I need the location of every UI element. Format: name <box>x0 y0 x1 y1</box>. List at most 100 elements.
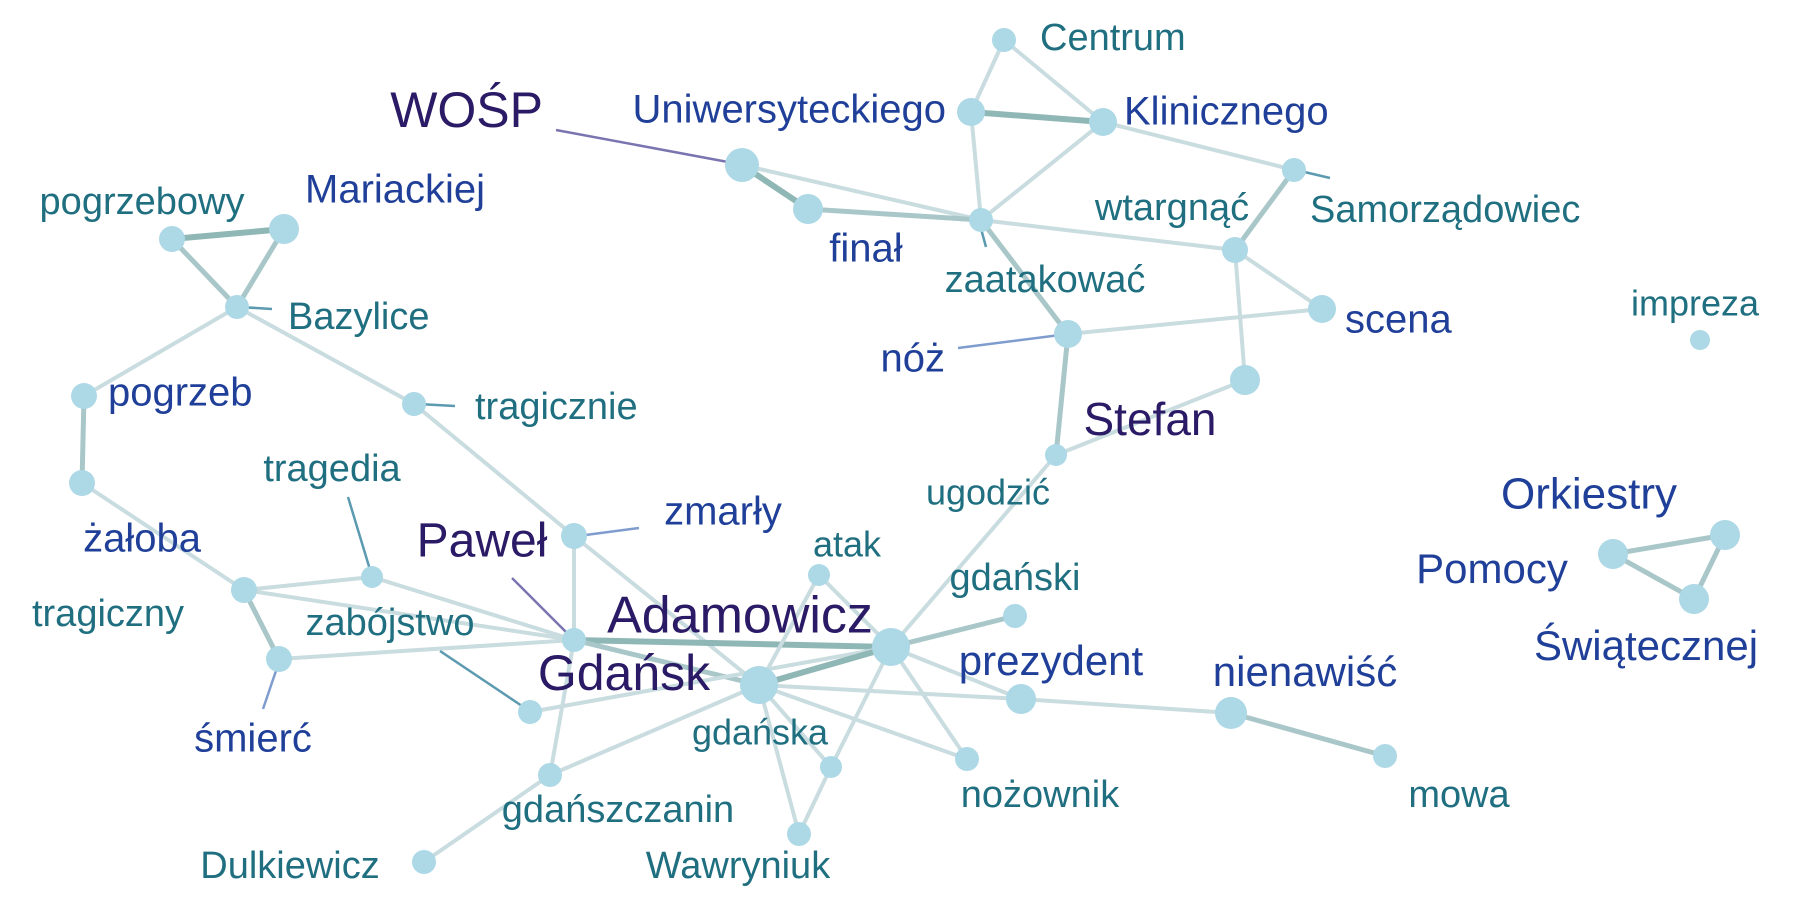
edge-pogrzeb-zaloba <box>79 393 87 486</box>
leader-line <box>577 526 640 538</box>
node-centrum <box>992 28 1016 52</box>
node-wawryniuk <box>787 822 811 846</box>
leader-line <box>439 649 529 712</box>
label-atak: atak <box>813 524 882 565</box>
label-wtargnac: wtargnąć <box>1094 187 1249 229</box>
edge-zaloba-tragiczny <box>80 481 246 592</box>
node-nienawisc <box>1215 697 1247 729</box>
edge-gdanszczanin-dulkiewicz <box>422 773 552 864</box>
edge-wtargnac-stefan_w <box>1233 248 1247 382</box>
node-gdanski <box>1003 604 1027 628</box>
label-pogrzebowy: pogrzebowy <box>40 181 245 223</box>
node-zaloba <box>69 470 95 496</box>
node-pogrzeb <box>71 383 97 409</box>
edge-orkiestry-pomocy <box>1610 532 1728 557</box>
label-smierc: śmierć <box>194 717 312 761</box>
node-tragicznie <box>402 392 426 416</box>
label-adamowicz: Adamowicz <box>607 587 873 645</box>
edge-pawel-gdanszczanin <box>548 638 576 777</box>
edge-gdansk-atak <box>757 573 821 687</box>
node-gdanska <box>820 756 842 778</box>
label-samorzadowiec: Samorządowiec <box>1310 189 1580 231</box>
label-pomocy: Pomocy <box>1416 545 1568 592</box>
label-tragedia: tragedia <box>263 448 401 490</box>
label-gdanszczanin: gdańszczanin <box>502 789 734 831</box>
node-prezydent <box>1006 684 1036 714</box>
edge-adamowicz-prezydent <box>889 645 1023 701</box>
label-stefan: Stefan <box>1084 393 1217 445</box>
node-wosp <box>725 148 759 182</box>
edge-final-zaatakowac <box>805 206 984 223</box>
node-gdansk <box>740 666 778 704</box>
label-prezydent: prezydent <box>959 637 1144 684</box>
node-mariackiej <box>269 214 299 244</box>
label-noz: nóż <box>881 337 946 381</box>
label-gdanska: gdańska <box>692 712 829 753</box>
edge-noz-scena <box>1066 307 1324 336</box>
edge-adamowicz-gdanska <box>829 645 893 769</box>
node-samorzadowiec <box>1282 158 1306 182</box>
edge-zmarly-gdansk <box>572 534 761 687</box>
edge-adamowicz-gdanski <box>888 613 1018 650</box>
edge-zaatakowac-noz <box>978 217 1071 337</box>
node-impreza <box>1690 330 1710 350</box>
edge-ugodzic-adamowicz <box>889 453 1058 649</box>
edge-pogrzebowy-bazylice <box>169 236 240 310</box>
label-nienawisc: nienawiść <box>1213 648 1397 695</box>
edge-pawel-adamowicz <box>571 637 894 650</box>
node-scena <box>1308 295 1336 323</box>
label-orkiestry: Orkiestry <box>1501 470 1677 519</box>
label-pogrzeb: pogrzeb <box>108 371 253 415</box>
leader-line <box>957 332 1069 350</box>
edge-centrum-klinicznego <box>1002 38 1105 124</box>
node-atak <box>808 564 830 586</box>
node-stefan_w <box>1230 365 1260 395</box>
edge-gdansk-nozownik <box>757 683 969 761</box>
edge-gdansk-wawryniuk <box>757 683 801 836</box>
node-tragiczny <box>231 577 257 603</box>
node-tragedia <box>361 566 383 588</box>
label-mowa: mowa <box>1408 774 1510 816</box>
label-zmarly: zmarły <box>664 490 782 534</box>
node-pawel <box>562 628 586 652</box>
node-adamowicz <box>872 628 910 666</box>
label-dulkiewicz: Dulkiewicz <box>200 845 379 887</box>
label-zabojstwo: zabójstwo <box>306 602 475 644</box>
edge-klinicznego-samorzadowiec <box>1101 120 1296 172</box>
edge-gdansk-prezydent <box>757 683 1023 701</box>
label-swiatecznej: Świątecznej <box>1534 621 1758 669</box>
edge-pomocy-swiatecznej <box>1610 551 1697 602</box>
edge-samorzadowiec-wtargnac <box>1232 167 1297 253</box>
edge-adamowicz-gdansk <box>756 644 894 688</box>
label-mariackiej: Mariackiej <box>305 168 485 212</box>
node-mowa <box>1373 744 1397 768</box>
label-bazylice: Bazylice <box>288 296 430 338</box>
node-zmarly <box>561 523 587 549</box>
label-klinicznego: Klinicznego <box>1124 90 1329 134</box>
node-smierc <box>266 646 292 672</box>
label-wawryniuk: Wawryniuk <box>646 845 831 887</box>
edge-nienawisc-mowa <box>1228 710 1388 759</box>
label-centrum: Centrum <box>1040 17 1186 59</box>
leader-line <box>346 496 373 574</box>
edge-bazylice-pogrzeb <box>82 305 239 398</box>
edge-gdansk-gdanszczanin <box>548 683 761 777</box>
label-nozownik: nożownik <box>961 774 1120 816</box>
node-swiatecznej <box>1679 584 1709 614</box>
node-bazylice <box>225 295 249 319</box>
edge-adamowicz-nozownik <box>889 645 969 761</box>
node-final <box>793 194 823 224</box>
edge-zaatakowac-wtargnac <box>979 218 1237 252</box>
edge-wosp-zaatakowac <box>740 163 983 222</box>
edge-wtargnac-scena <box>1233 248 1324 311</box>
edge-klinicznego-zaatakowac <box>979 120 1105 222</box>
label-gdansk: Gdańsk <box>538 645 711 701</box>
leader-line <box>511 577 573 639</box>
edge-zabojstwo-adamowicz <box>528 645 893 714</box>
node-klinicznego <box>1089 108 1117 136</box>
node-nozownik <box>955 747 979 771</box>
label-impreza: impreza <box>1631 283 1760 324</box>
node-ugodzic <box>1045 444 1067 466</box>
